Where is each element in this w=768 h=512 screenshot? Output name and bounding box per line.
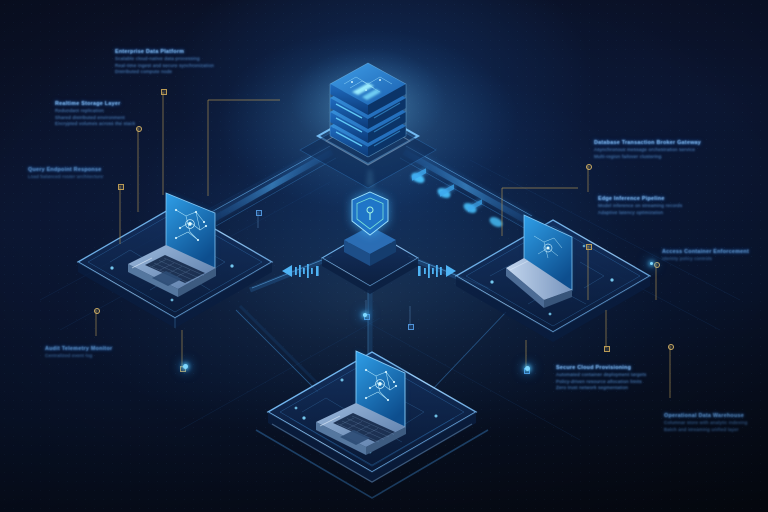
annotation-body-line: Centralized event log: [45, 353, 93, 358]
marker-r2: [586, 244, 592, 250]
annotation-body-line: Zero trust network segmentation: [556, 385, 629, 391]
annotation-bottom-right: Operational Data Warehouse Columnar stor…: [664, 412, 748, 433]
annotation-heading: Edge Inference Pipeline: [598, 196, 665, 202]
marker-r5: [668, 344, 674, 350]
marker-c2: [256, 210, 262, 216]
annotation-mid-right: Access Container Enforcement Identity po…: [662, 248, 749, 263]
annotation-heading: Enterprise Data Platform: [115, 49, 185, 55]
annotation-heading: Access Container Enforcement: [662, 249, 749, 255]
annotation-lower-right: Secure Cloud Provisioning Automated cont…: [556, 364, 646, 392]
marker-l1: [161, 89, 167, 95]
glow-spark-3: [363, 313, 367, 317]
glow-spark-2: [525, 366, 530, 371]
annotation-body-line: Scalable cloud-native data processing: [115, 56, 200, 61]
annotation-top-right: Database Transaction Broker Gateway Asyn…: [594, 139, 701, 160]
annotation-heading: Database Transaction Broker Gateway: [594, 140, 702, 146]
annotation-body-line: Redundant replication: [55, 108, 104, 113]
marker-r1: [586, 164, 592, 170]
annotation-upper-left: Realtime Storage Layer Redundant replica…: [55, 100, 135, 128]
annotation-body-line: Distributed compute node: [115, 69, 173, 75]
pipe-core-to-bottom: [367, 290, 373, 356]
marker-l3: [118, 184, 124, 190]
annotation-heading: Operational Data Warehouse: [664, 413, 744, 419]
annotation-heading: Query Endpoint Response: [28, 167, 102, 173]
annotation-heading: Secure Cloud Provisioning: [556, 365, 632, 371]
annotation-body-line: Adaptive latency optimization: [598, 209, 664, 215]
annotation-heading: Audit Telemetry Monitor: [45, 346, 113, 352]
annotation-body-line: Automated container deployment targets: [556, 372, 647, 377]
annotation-body-line: Columnar store with analytic indexing: [664, 420, 748, 425]
glow-spark-1: [183, 364, 188, 369]
marker-r4: [604, 346, 610, 352]
annotation-body-line: Asynchronous message orchestration servi…: [594, 147, 696, 152]
marker-l2: [136, 126, 142, 132]
annotation-top-left: Enterprise Data Platform Scalable cloud-…: [115, 48, 214, 76]
annotation-body-line: Encrypted volumes across the stack: [55, 121, 136, 127]
glow-spark-4: [650, 262, 653, 265]
annotation-body-line: Load balanced router architecture: [28, 174, 104, 179]
annotation-body-line: Identity policy controls: [662, 256, 712, 261]
annotation-body-line: Model inference on streaming records: [598, 203, 683, 208]
annotation-body-line: Batch and streaming unified layer: [664, 426, 739, 432]
marker-r3: [654, 262, 660, 268]
annotation-body-line: Multi-region failover clustering: [594, 153, 662, 159]
marker-l4: [94, 308, 100, 314]
annotation-lower-left: Audit Telemetry Monitor Centralized even…: [45, 345, 112, 360]
annotation-upper-right: Edge Inference Pipeline Model inference …: [598, 195, 682, 216]
annotation-heading: Realtime Storage Layer: [55, 101, 121, 107]
marker-c1: [408, 324, 414, 330]
annotation-mid-left: Query Endpoint Response Load balanced ro…: [28, 166, 103, 181]
